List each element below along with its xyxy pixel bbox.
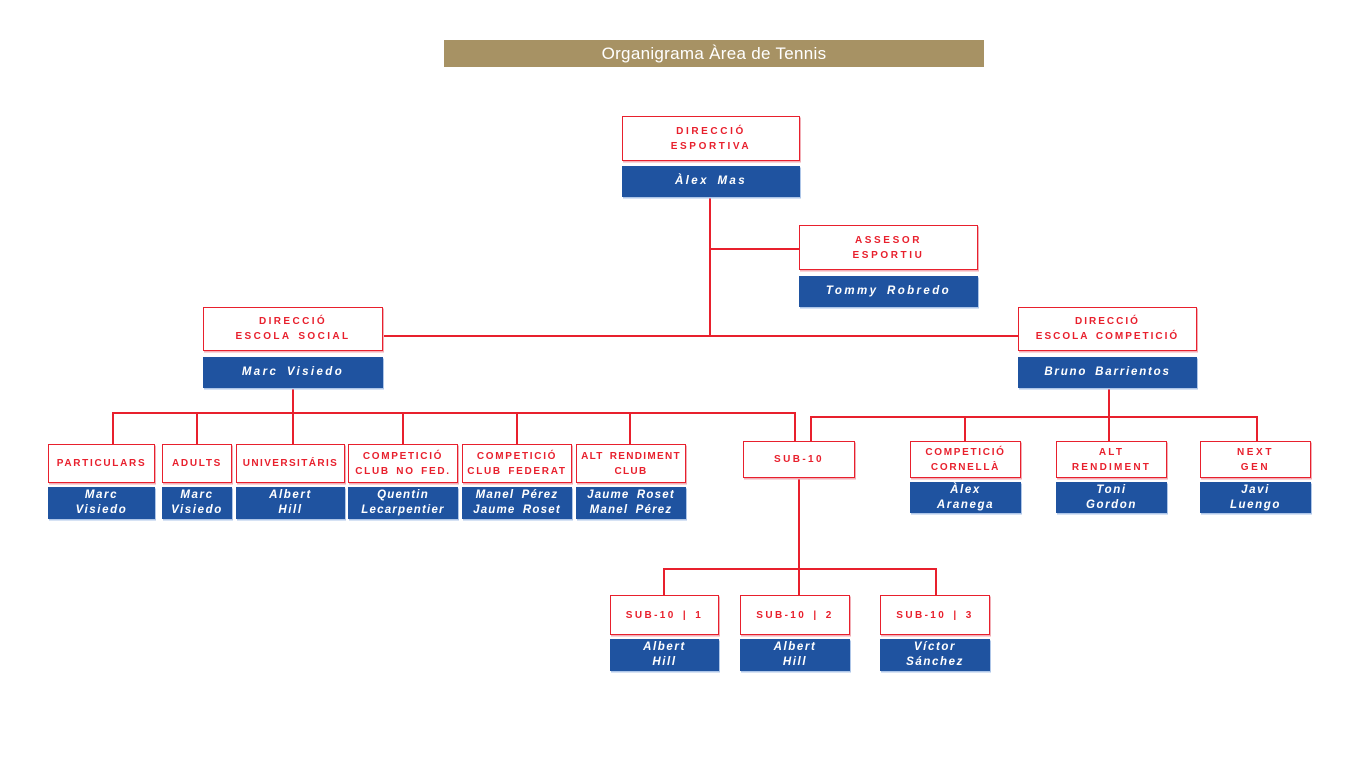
node-alt-rendiment: ALT RENDIMENT Toni Gordon <box>1056 441 1167 513</box>
chart-title-bar: Organigrama Àrea de Tennis <box>444 40 984 67</box>
node-escola-competicio-label: DIRECCIÓ ESCOLA COMPETICIÓ <box>1018 307 1197 351</box>
node-adults-person: Marc Visiedo <box>162 487 232 519</box>
chart-title: Organigrama Àrea de Tennis <box>601 43 827 63</box>
node-escola-competicio-person: Bruno Barrientos <box>1018 357 1197 388</box>
node-alt-rendiment-label: ALT RENDIMENT <box>1056 441 1167 478</box>
connector-line <box>663 568 665 596</box>
connector-line <box>794 412 796 442</box>
node-alt-rendiment-club-label: ALT RENDIMENT CLUB <box>576 444 686 483</box>
node-particulars-person: Marc Visiedo <box>48 487 155 519</box>
connector-line <box>629 412 631 445</box>
node-alt-rendiment-club-person: Jaume Roset Manel Pérez <box>576 487 686 519</box>
node-sub10-2: SUB-10 | 2 Albert Hill <box>740 595 850 671</box>
connector-line <box>516 412 518 445</box>
node-assessor-esportiu-person: Tommy Robredo <box>799 276 978 307</box>
node-competicio-club-federat-person: Manel Pérez Jaume Roset <box>462 487 572 519</box>
node-direccio-esportiva: DIRECCIÓ ESPORTIVA Àlex Mas <box>622 116 800 197</box>
connector-line <box>1108 388 1110 445</box>
connector-line <box>1256 416 1258 445</box>
node-alt-rendiment-person: Toni Gordon <box>1056 482 1167 513</box>
node-sub10-3-label: SUB-10 | 3 <box>880 595 990 635</box>
node-escola-competicio: DIRECCIÓ ESCOLA COMPETICIÓ Bruno Barrien… <box>1018 307 1197 388</box>
connector-line <box>798 568 800 596</box>
node-sub10: SUB-10 <box>743 441 855 478</box>
node-adults: ADULTS Marc Visiedo <box>162 444 232 519</box>
node-sub10-1: SUB-10 | 1 Albert Hill <box>610 595 719 671</box>
connector-line <box>196 412 198 445</box>
node-next-gen: NEXT GEN Javi Luengo <box>1200 441 1311 513</box>
node-escola-social-label: DIRECCIÓ ESCOLA SOCIAL <box>203 307 383 351</box>
node-direccio-esportiva-person: Àlex Mas <box>622 166 800 197</box>
node-particulars: PARTICULARS Marc Visiedo <box>48 444 155 519</box>
connector-line <box>964 416 966 445</box>
node-competicio-club-no-fed: COMPETICIÓ CLUB NO FED. Quentin Lecarpen… <box>348 444 458 519</box>
connector-line <box>112 412 796 414</box>
node-competicio-cornella: COMPETICIÓ CORNELLÀ Àlex Aranega <box>910 441 1021 513</box>
node-sub10-3: SUB-10 | 3 Víctor Sánchez <box>880 595 990 671</box>
node-escola-social-person: Marc Visiedo <box>203 357 383 388</box>
node-competicio-club-federat: COMPETICIÓ CLUB FEDERAT Manel Pérez Jaum… <box>462 444 572 519</box>
node-next-gen-label: NEXT GEN <box>1200 441 1311 478</box>
node-competicio-club-federat-label: COMPETICIÓ CLUB FEDERAT <box>462 444 572 483</box>
node-direccio-esportiva-label: DIRECCIÓ ESPORTIVA <box>622 116 800 161</box>
node-competicio-club-no-fed-person: Quentin Lecarpentier <box>348 487 458 519</box>
node-assessor-esportiu: ASSESOR ESPORTIU Tommy Robredo <box>799 225 978 307</box>
node-universitaris-label: UNIVERSITÁRIS <box>236 444 345 483</box>
connector-line <box>383 335 1019 337</box>
connector-line <box>810 416 1258 418</box>
node-sub10-1-label: SUB-10 | 1 <box>610 595 719 635</box>
connector-line <box>810 416 812 442</box>
node-sub10-label: SUB-10 <box>743 441 855 478</box>
connector-line <box>935 568 937 596</box>
connector-line <box>798 478 800 569</box>
node-sub10-3-person: Víctor Sánchez <box>880 639 990 671</box>
node-universitaris-person: Albert Hill <box>236 487 345 519</box>
node-competicio-cornella-label: COMPETICIÓ CORNELLÀ <box>910 441 1021 478</box>
node-sub10-2-person: Albert Hill <box>740 639 850 671</box>
node-universitaris: UNIVERSITÁRIS Albert Hill <box>236 444 345 519</box>
node-sub10-1-person: Albert Hill <box>610 639 719 671</box>
connector-line <box>663 568 937 570</box>
node-sub10-2-label: SUB-10 | 2 <box>740 595 850 635</box>
connector-line <box>112 412 114 445</box>
node-escola-social: DIRECCIÓ ESCOLA SOCIAL Marc Visiedo <box>203 307 383 388</box>
node-assessor-esportiu-label: ASSESOR ESPORTIU <box>799 225 978 270</box>
node-alt-rendiment-club: ALT RENDIMENT CLUB Jaume Roset Manel Pér… <box>576 444 686 519</box>
connector-line <box>292 388 294 445</box>
node-competicio-cornella-person: Àlex Aranega <box>910 482 1021 513</box>
node-competicio-club-no-fed-label: COMPETICIÓ CLUB NO FED. <box>348 444 458 483</box>
connector-line <box>402 412 404 445</box>
node-adults-label: ADULTS <box>162 444 232 483</box>
connector-line <box>709 197 711 336</box>
node-particulars-label: PARTICULARS <box>48 444 155 483</box>
node-next-gen-person: Javi Luengo <box>1200 482 1311 513</box>
connector-line <box>709 248 800 250</box>
